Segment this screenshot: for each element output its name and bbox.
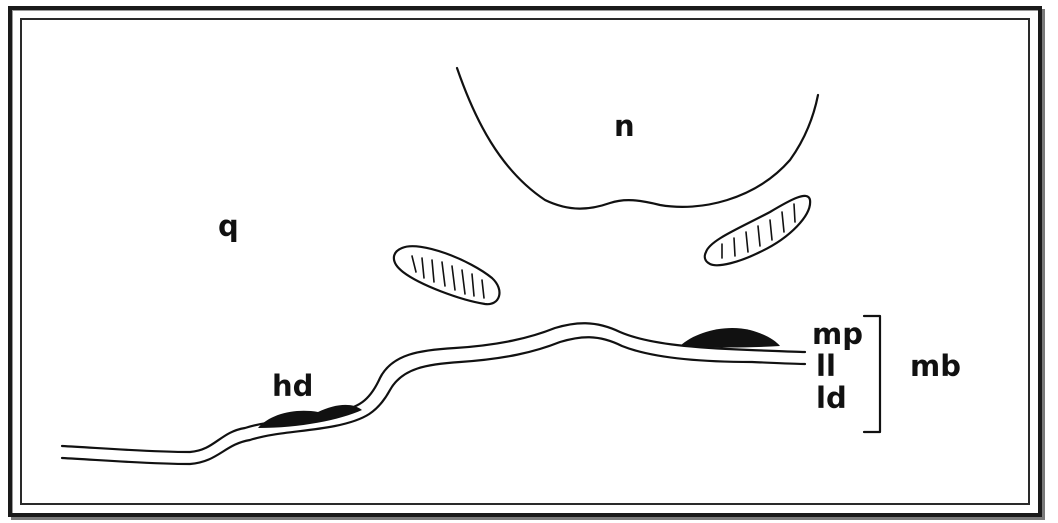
nucleus-outline: [457, 68, 818, 209]
hemidesmosome-plaque-right: [680, 328, 780, 348]
mitochondrion-left: [394, 246, 500, 304]
mitochondrion-right: [705, 196, 810, 265]
label-ll: ll: [816, 349, 836, 383]
plasma-membrane-inner-line: [62, 337, 805, 464]
label-cytoplasm: q: [218, 209, 239, 243]
label-nucleus: n: [614, 109, 635, 143]
label-mb: mb: [910, 349, 961, 383]
label-ld: ld: [816, 381, 847, 415]
label-hemidesmosome: hd: [272, 369, 313, 403]
label-mp: mp: [812, 317, 863, 351]
membrane-bracket: [864, 316, 880, 432]
hemidesmosome-plaque-left: [258, 405, 362, 428]
